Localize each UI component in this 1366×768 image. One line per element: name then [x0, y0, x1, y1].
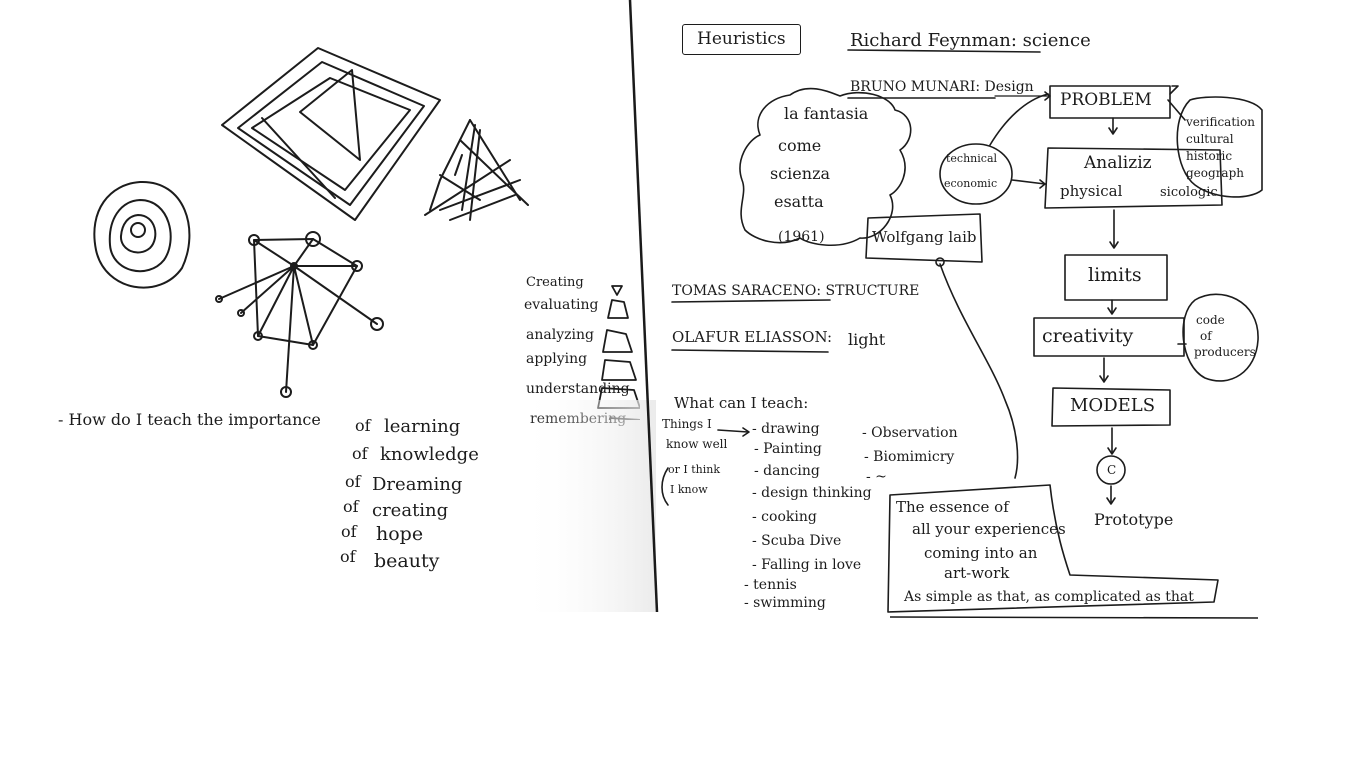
- teach-item: - dancing: [754, 463, 820, 479]
- essence-line-1: The essence of: [896, 498, 1009, 516]
- network-graph-sketch: [215, 231, 384, 398]
- simple-line: As simple as that, as complicated as tha…: [904, 589, 1194, 605]
- question-of-4: of: [343, 497, 359, 516]
- essence-line-2: all your experiences: [912, 520, 1066, 538]
- question-of-3: of: [345, 472, 361, 491]
- crosshatch-sketch: [424, 119, 529, 221]
- teach-item: - Painting: [754, 441, 822, 457]
- technical-label: technical: [946, 152, 998, 165]
- feynman-label: Richard Feynman: science: [850, 30, 1091, 51]
- light-label: light: [848, 330, 886, 349]
- teach-item: - swimming: [744, 595, 826, 611]
- of-label: of: [1200, 329, 1212, 343]
- question-prefix: - How do I teach the importance: [58, 410, 321, 429]
- question-of-2: of: [352, 444, 368, 463]
- fantasia-line-4: esatta: [774, 192, 824, 211]
- essence-line-3: coming into an: [924, 544, 1038, 562]
- essence-line-4: art-work: [944, 564, 1010, 582]
- page-divider: [520, 0, 1259, 619]
- teach-item: - cooking: [752, 509, 817, 525]
- teach-item: - drawing: [752, 421, 820, 437]
- verification-line-2: cultural: [1186, 132, 1234, 146]
- teach-item: - ~: [866, 469, 887, 485]
- sicologic-label: sicologic: [1160, 185, 1218, 200]
- verification-line-3: historic: [1186, 149, 1233, 163]
- nested-diamond-sketch: [221, 47, 441, 221]
- fantasia-line-5: (1961): [778, 229, 825, 245]
- c-label: C: [1107, 463, 1117, 477]
- fantasia-line-2: come: [778, 136, 822, 155]
- fantasia-cloud: [739, 87, 912, 247]
- teach-item: - design thinking: [752, 485, 872, 501]
- question-word-3: Dreaming: [372, 474, 463, 495]
- bloom-level-5: understanding: [526, 381, 630, 397]
- analysis-label: Analiziz: [1084, 153, 1152, 173]
- fantasia-line-1: la fantasia: [784, 104, 869, 123]
- models-label: MODELS: [1070, 395, 1156, 416]
- munari-label: BRUNO MUNARI: Design: [850, 79, 1034, 95]
- teach-item: - Scuba Dive: [752, 533, 842, 549]
- or-i-think-2: I know: [670, 483, 708, 496]
- bloom-level-1: Creating: [526, 275, 584, 290]
- creativity-label: creativity: [1042, 325, 1134, 347]
- question-word-4: creating: [372, 500, 449, 521]
- physical-label: physical: [1060, 182, 1123, 200]
- things-i-know-1: Things I: [662, 417, 712, 431]
- teach-item: - Falling in love: [752, 557, 862, 573]
- question-of-5: of: [341, 522, 357, 541]
- fantasia-line-3: scienza: [770, 164, 831, 183]
- bloom-level-2: evaluating: [524, 297, 599, 313]
- heuristics-label: Heuristics: [682, 24, 801, 55]
- eliasson-label: OLAFUR ELIASSON:: [672, 328, 833, 346]
- wolfgang-label: Wolfgang laib: [872, 228, 977, 246]
- things-i-know-2: know well: [666, 437, 728, 451]
- economic-label: economic: [944, 177, 998, 190]
- prototype-label: Prototype: [1094, 510, 1174, 529]
- what-can-i-teach: What can I teach:: [674, 394, 809, 412]
- limits-label: limits: [1088, 264, 1142, 286]
- question-word-6: beauty: [374, 550, 440, 572]
- or-i-think-1: or I think: [668, 463, 720, 476]
- question-word-5: hope: [376, 523, 424, 545]
- code-label: code: [1196, 313, 1225, 327]
- question-word-2: knowledge: [380, 444, 479, 465]
- producers-label: producers: [1194, 345, 1256, 359]
- question-word-1: learning: [384, 416, 461, 437]
- diagram-connectors: [661, 49, 1263, 613]
- teach-item: - Biomimicry: [864, 449, 955, 465]
- bloom-level-4: applying: [526, 351, 588, 367]
- question-of-6: of: [340, 547, 356, 566]
- question-of-1: of: [355, 416, 371, 435]
- teach-item: - tennis: [744, 577, 797, 593]
- concentric-circles-sketch: [93, 180, 191, 289]
- verification-line-1: verification: [1186, 115, 1255, 129]
- verification-line-4: geograph: [1186, 166, 1244, 180]
- teach-item: - Observation: [862, 425, 958, 441]
- problem-label: PROBLEM: [1060, 90, 1152, 110]
- abstract-sketches: [93, 47, 640, 420]
- bloom-level-3: analyzing: [526, 327, 594, 343]
- saraceno-label: TOMAS SARACENO: STRUCTURE: [672, 283, 920, 299]
